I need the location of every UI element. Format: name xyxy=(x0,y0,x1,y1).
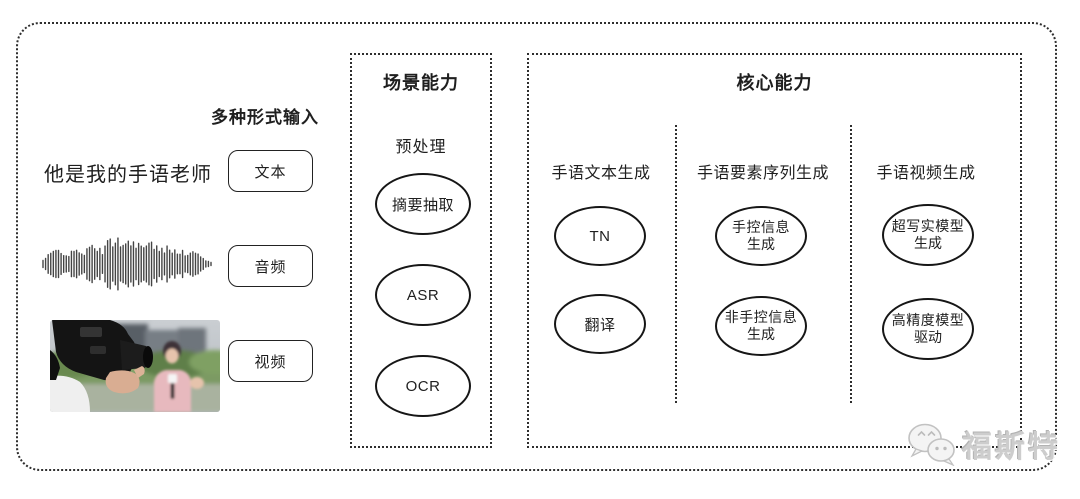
input-type-label: 视频 xyxy=(254,353,287,371)
column-divider xyxy=(850,125,852,403)
input-type-box-audio: 音频 xyxy=(228,245,313,287)
node-label: 摘要抽取 xyxy=(391,196,454,214)
input-type-label: 文本 xyxy=(254,163,287,181)
core-capability-box: 核心能力 手语文本生成 手语要素序列生成 手语视频生成 TN 翻译 手控信息 生… xyxy=(527,53,1022,448)
node-hyperrealistic-model-generation: 超写实模型 生成 xyxy=(882,204,974,266)
node-asr: ASR xyxy=(375,264,471,326)
node-ocr: OCR xyxy=(375,355,471,417)
node-label-line2: 生成 xyxy=(747,236,775,252)
node-label-line2: 生成 xyxy=(747,326,775,342)
node-non-manual-info-generation: 非手控信息 生成 xyxy=(715,296,807,356)
scene-capability-box: 场景能力 预处理 摘要抽取 ASR OCR xyxy=(350,53,492,448)
camera-filming-reporter-image xyxy=(50,320,220,412)
node-label-line1: 非手控信息 xyxy=(724,308,798,325)
column-divider xyxy=(675,125,677,403)
video-frame-photo xyxy=(50,320,220,412)
input-type-label: 音频 xyxy=(254,258,287,276)
input-type-box-video: 视频 xyxy=(228,340,313,382)
node-high-precision-model-driving: 高精度模型 驱动 xyxy=(882,298,974,360)
node-label-line1: 高精度模型 xyxy=(891,311,965,328)
node-label-line1: 超写实模型 xyxy=(891,217,965,234)
node-label: TN xyxy=(589,227,611,245)
input-type-box-text: 文本 xyxy=(228,150,313,192)
node-label: ASR xyxy=(406,286,440,304)
node-label: 翻译 xyxy=(584,316,616,334)
node-manual-info-generation: 手控信息 生成 xyxy=(715,206,807,266)
column-header-video-generation: 手语视频生成 xyxy=(876,165,976,182)
outer-dotted-border xyxy=(16,22,1057,471)
column-header-element-sequence-generation: 手语要素序列生成 xyxy=(696,165,829,182)
node-translation: 翻译 xyxy=(554,294,646,354)
node-label-line2: 生成 xyxy=(914,235,942,251)
node-label-line2: 驱动 xyxy=(914,329,942,345)
node-label: OCR xyxy=(405,377,441,395)
watermark-text: 福斯特 xyxy=(962,431,1061,464)
core-box-title: 核心能力 xyxy=(736,73,813,93)
preprocessing-label: 预处理 xyxy=(395,139,447,156)
audio-waveform-icon xyxy=(42,237,212,291)
input-section-title: 多种形式输入 xyxy=(211,108,319,127)
column-header-text-generation: 手语文本生成 xyxy=(551,165,651,182)
node-summary-extraction: 摘要抽取 xyxy=(375,173,471,235)
sample-sentence-text: 他是我的手语老师 xyxy=(44,164,212,186)
watermark: 福斯特 xyxy=(906,422,1061,466)
node-tn: TN xyxy=(554,206,646,266)
node-label-line1: 手控信息 xyxy=(732,218,790,235)
scene-box-title: 场景能力 xyxy=(383,73,459,93)
wechat-logo-icon xyxy=(908,423,955,466)
